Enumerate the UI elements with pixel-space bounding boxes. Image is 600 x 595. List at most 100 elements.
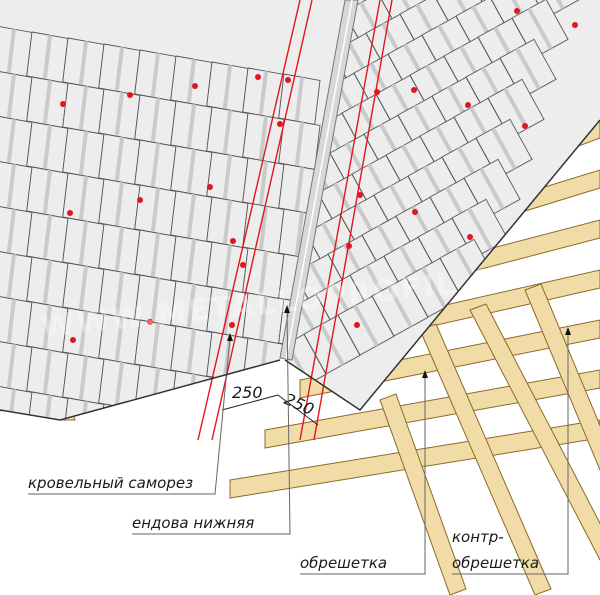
dimension-lines [221,394,319,426]
leader-arrow [422,370,428,378]
tile-shade [78,86,88,131]
tile-shade [294,77,304,122]
dim-line-right [277,394,319,426]
tile-shade [114,47,124,92]
screw-dot [207,184,213,190]
screw-dot [229,322,235,328]
tile-shade [387,285,413,328]
tile-shade [258,116,268,161]
tile-shade [515,47,541,90]
screw-dot [514,8,520,14]
tile-shade [186,194,196,239]
tile-shade [78,131,88,176]
tile-shade [150,413,160,420]
tile-shade [6,164,16,209]
leader-arrow [284,305,290,313]
counter-batten [379,393,467,595]
screw-dot [374,89,380,95]
screw-dot [240,262,246,268]
tile-shade [42,215,52,260]
tile-shade [503,87,529,130]
tile-shade [258,206,268,251]
leader-lines [28,305,571,575]
tile-shade [222,155,232,200]
tile [207,422,248,472]
tile-shade [42,35,52,80]
tile-shade [78,176,88,221]
tile-shade [222,65,232,110]
tile-shade [114,362,124,407]
tile-shade [539,0,565,10]
valley-strip [279,0,359,361]
tile-shade [114,137,124,182]
tile-shade [222,110,232,155]
screw-dot [572,22,578,28]
valley-fold [285,0,353,360]
screw-dot [127,92,133,98]
screw-dot [67,210,73,216]
left-eave-edge [0,359,281,421]
tile-shade [258,251,268,296]
tile-shade [353,304,379,347]
tile-shade [42,80,52,125]
tile-shade [6,254,16,299]
tile-shade [42,305,52,350]
leader-screw [28,337,231,495]
tile-shade [491,127,517,170]
tile-shade [114,92,124,137]
tile-shade [186,419,196,420]
tile-shade [294,212,304,257]
tile-shade [6,299,16,344]
label-batten: обрешетка [300,554,387,572]
tile-shade [186,149,196,194]
tile-shade [78,311,88,356]
tile [134,409,177,420]
screw-dot [411,87,417,93]
label-roof-screw: кровельный саморез [28,474,193,492]
tile-shade [222,245,232,290]
tile-shade [150,278,160,323]
tile-shade [467,207,493,250]
screw-dot [357,192,363,198]
screw-dot [137,197,143,203]
leader-valley [132,309,291,535]
tile-shade [186,104,196,149]
tile-shade [114,407,124,420]
screw-guide-lines [197,0,393,441]
guide-line [211,0,313,441]
tile-shade [114,227,124,272]
screw-dot [354,322,360,328]
tile-shade [6,119,16,164]
tile-shade [150,53,160,98]
tile-shade [479,167,505,210]
screw-dot [70,337,76,343]
tile-shade [6,344,16,389]
tile-shade [150,233,160,278]
tile-shade [42,170,52,215]
screw-dot [60,101,66,107]
tile-shade [185,401,207,441]
screw-dot [467,234,473,240]
tile-shade [150,98,160,143]
tile [62,397,105,420]
tile-shade [225,425,230,469]
tile-shade [78,41,88,86]
tile-shade [294,167,304,212]
counter-batten [524,283,600,471]
tile [168,391,224,450]
tile-shade [6,209,16,254]
tile-shade [222,200,232,245]
label-counter-batten-2: обрешетка [452,554,539,572]
guide-line [313,0,393,441]
tile-shade [294,122,304,167]
tile-shade [42,260,52,305]
tile-shade [186,329,196,374]
leader-arrow [227,333,233,341]
tile-shade [319,323,345,366]
tile-shade [114,182,124,227]
leader-counter-batten [452,332,569,575]
leader-batten [300,375,426,575]
tile-shade [150,188,160,233]
